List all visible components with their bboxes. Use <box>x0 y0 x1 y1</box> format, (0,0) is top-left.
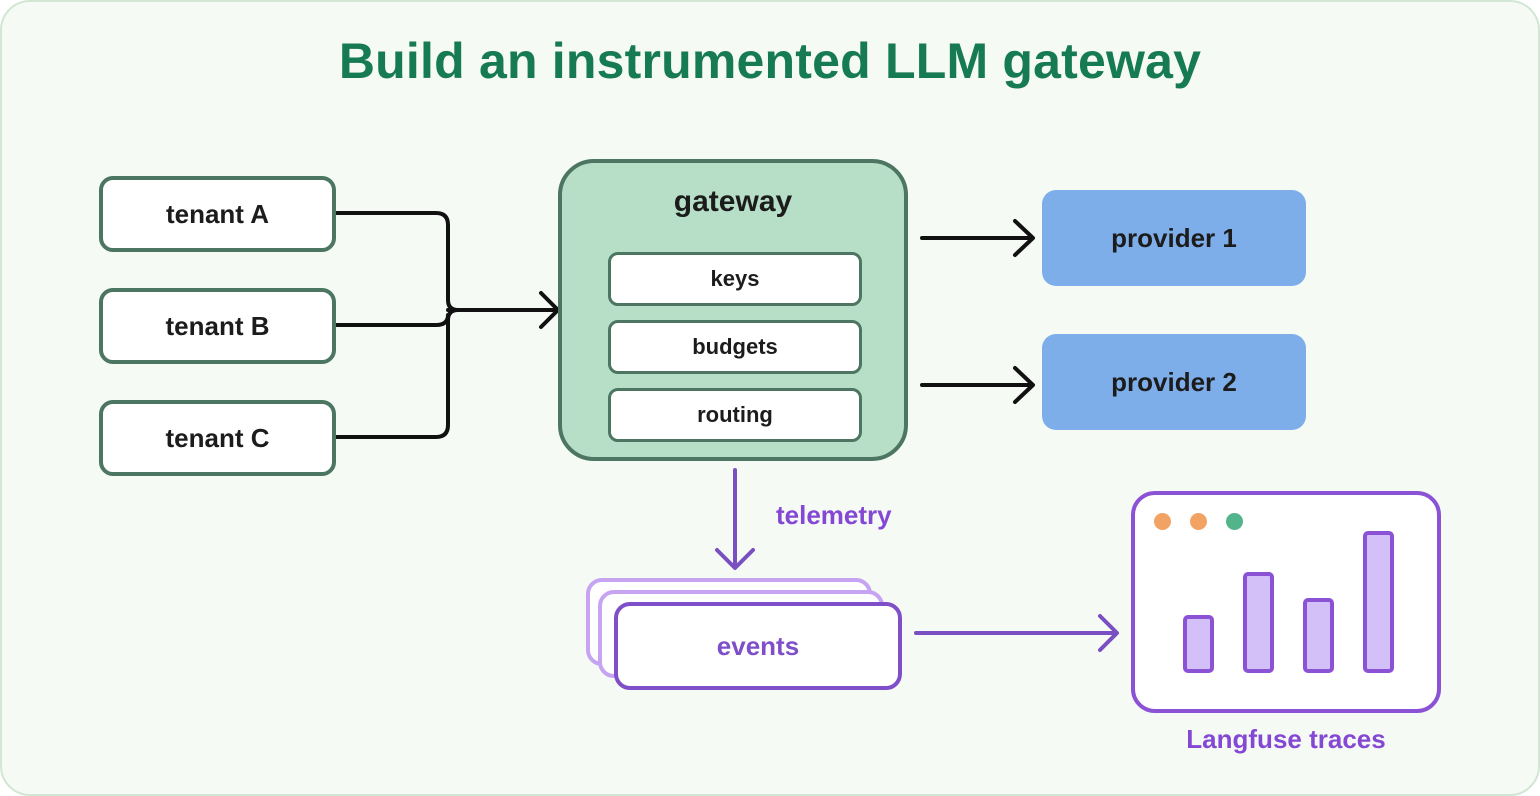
events-box: events <box>614 602 902 690</box>
telemetry-label: telemetry <box>776 500 892 530</box>
gateway-box: gateway keys budgets routing <box>558 159 908 461</box>
arrowhead-dashboard <box>1098 614 1119 652</box>
tenant-a-box: tenant A <box>99 176 336 252</box>
provider-1-box: provider 1 <box>1042 190 1306 286</box>
langfuse-dashboard-window <box>1131 491 1441 713</box>
connector-tenant-b <box>334 313 450 327</box>
gateway-component-routing: routing <box>608 388 862 442</box>
chart-bar-2 <box>1243 572 1274 673</box>
gateway-label: gateway <box>673 185 793 218</box>
arrowhead-provider-1 <box>1013 219 1035 257</box>
dashboard-caption: Langfuse traces <box>1186 724 1386 754</box>
chart-bar-4 <box>1363 531 1394 673</box>
connector-tenant-a <box>334 211 460 312</box>
connector-tenant-c <box>334 308 460 439</box>
gateway-component-keys: keys <box>608 252 862 306</box>
window-dot-3-icon <box>1226 513 1243 530</box>
arrowhead-provider-2 <box>1013 366 1035 404</box>
tenant-b-box: tenant B <box>99 288 336 364</box>
tenant-c-box: tenant C <box>99 400 336 476</box>
provider-2-box: provider 2 <box>1042 334 1306 430</box>
chart-bar-1 <box>1183 615 1214 673</box>
arrowhead-telemetry <box>715 548 755 570</box>
window-dot-1-icon <box>1154 513 1171 530</box>
chart-bar-3 <box>1303 598 1334 673</box>
window-dot-2-icon <box>1190 513 1207 530</box>
gateway-component-budgets: budgets <box>608 320 862 374</box>
diagram-title: Build an instrumented LLM gateway <box>338 33 1202 89</box>
